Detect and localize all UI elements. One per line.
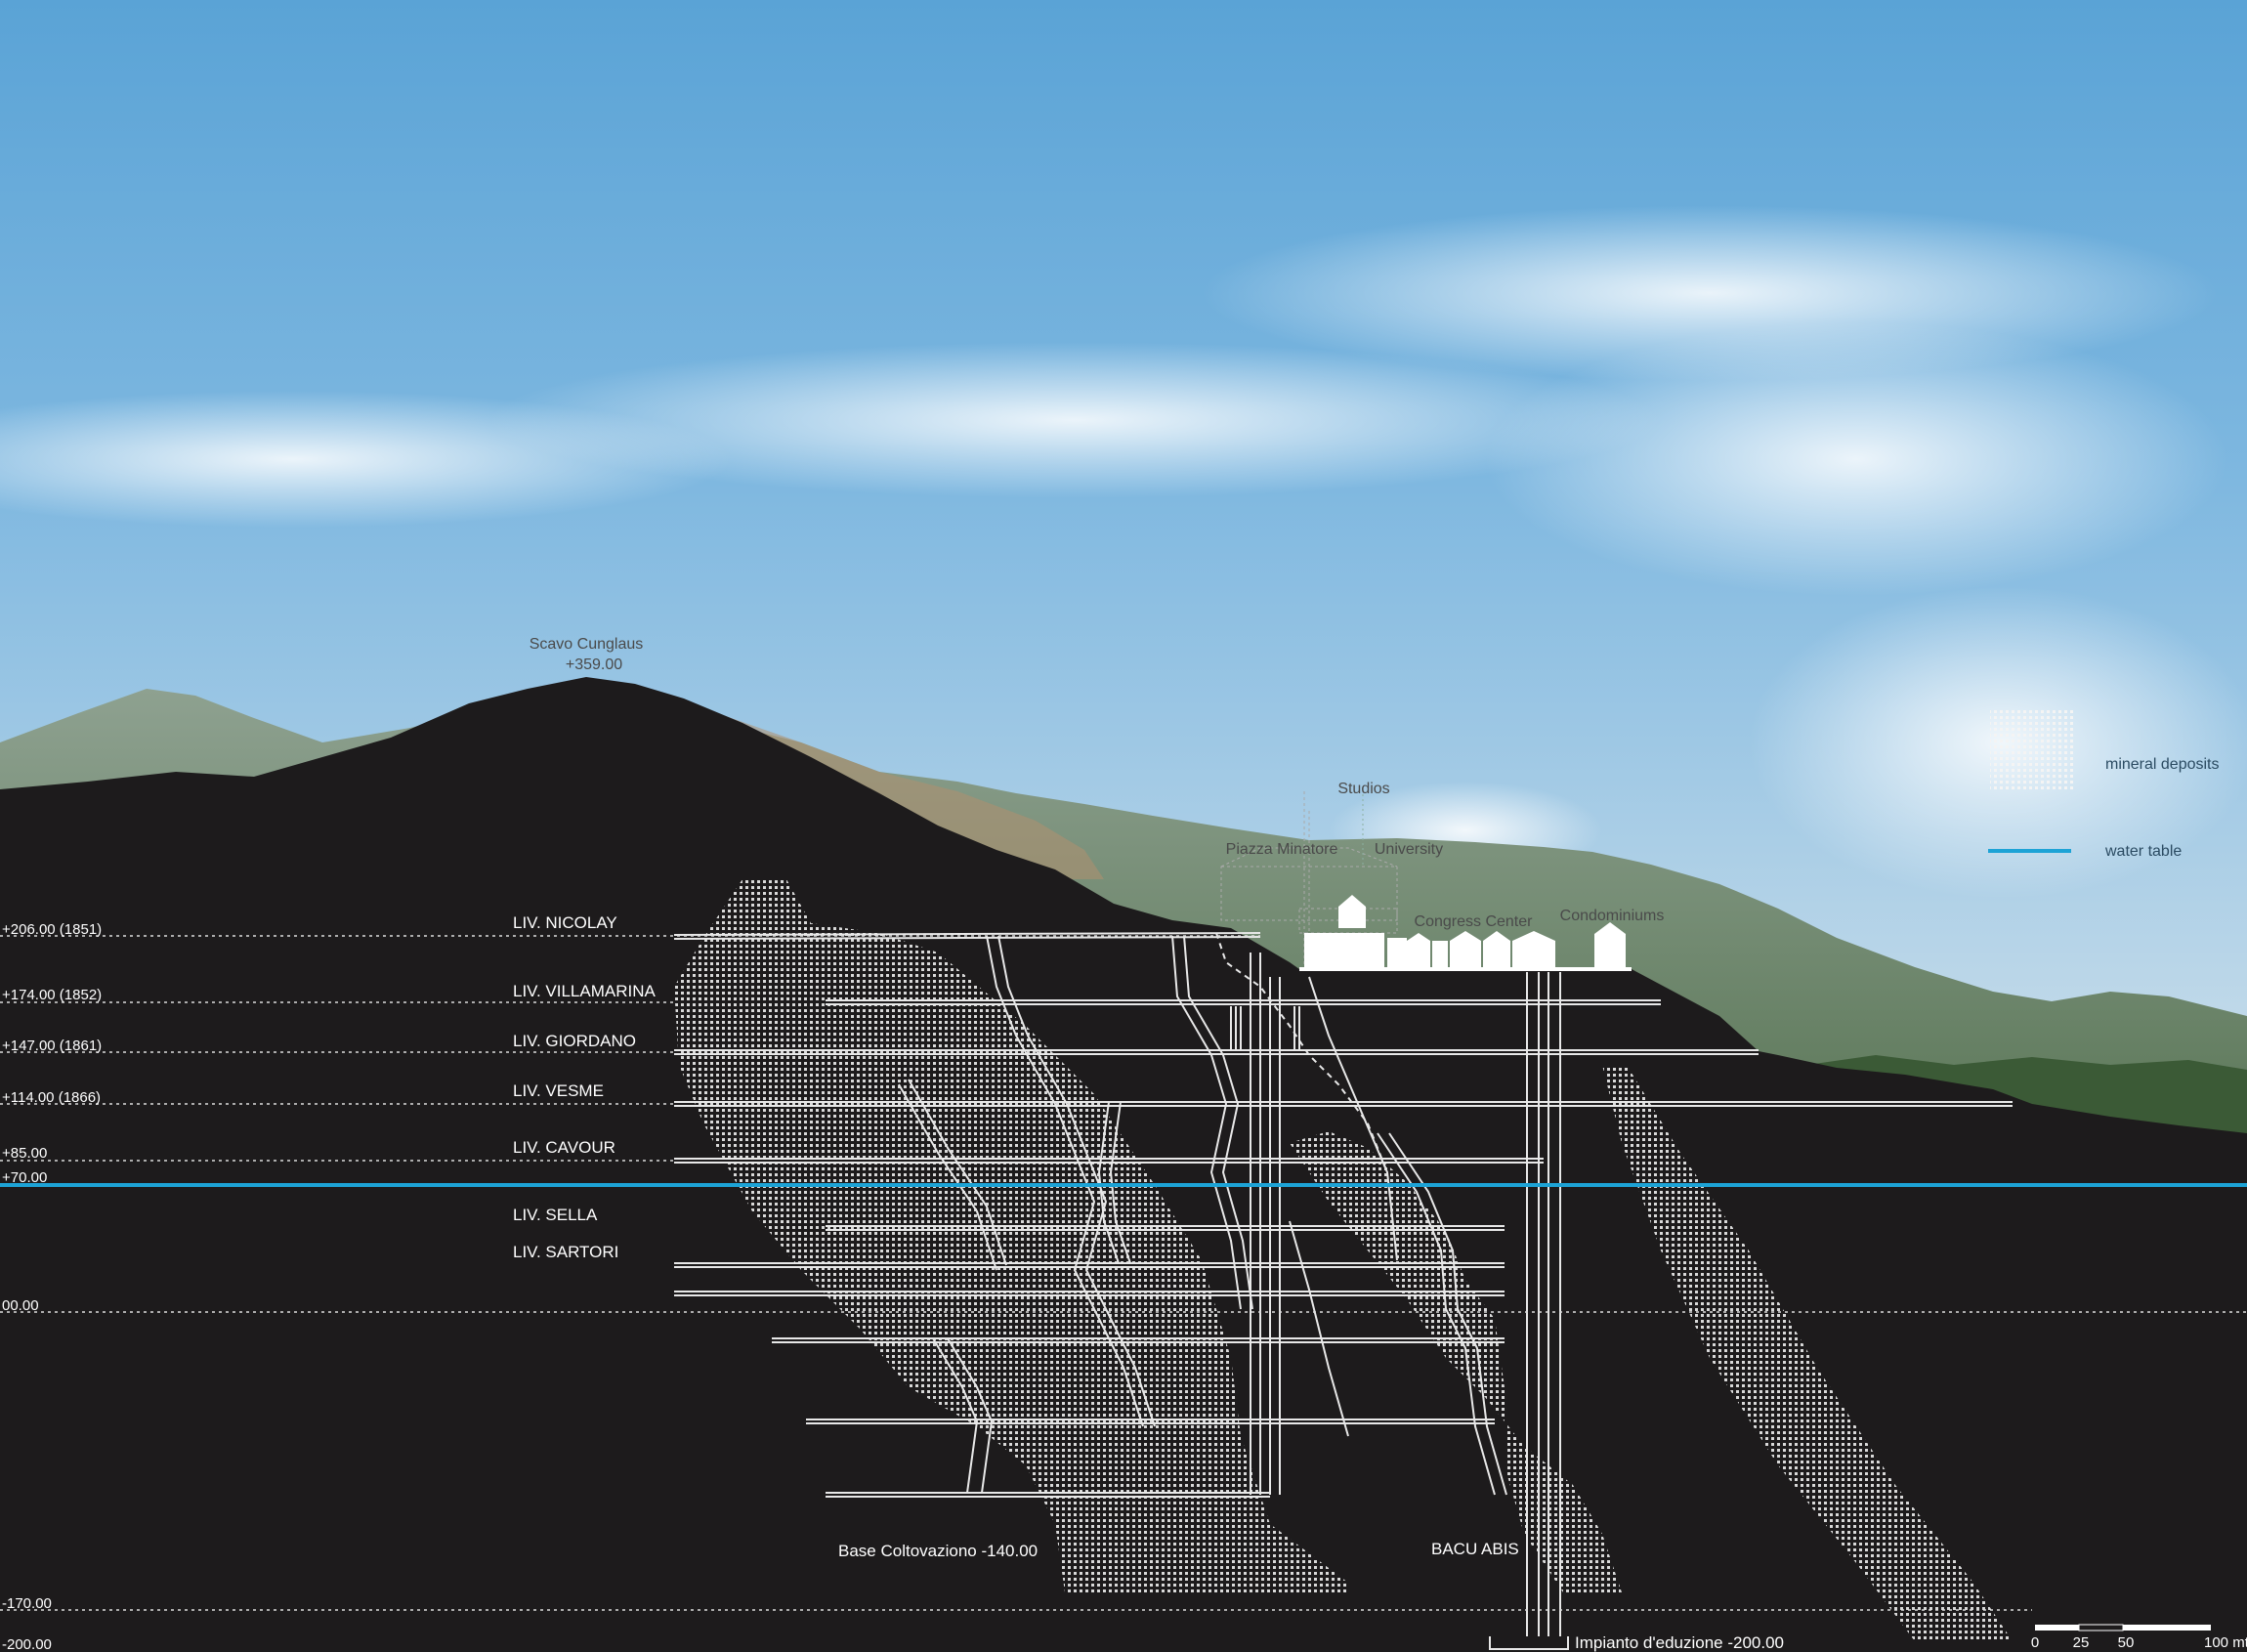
svg-text:LIV. VILLAMARINA: LIV. VILLAMARINA xyxy=(513,982,656,1000)
legend-mineral-label: mineral deposits xyxy=(2105,756,2220,773)
svg-text:-170.00: -170.00 xyxy=(2,1595,52,1612)
label-bacu-abis: BACU ABIS xyxy=(1431,1540,1519,1558)
svg-text:LIV. VESME: LIV. VESME xyxy=(513,1081,604,1100)
legend-mineral-swatch xyxy=(1990,710,2073,790)
elevation-lines xyxy=(0,935,2247,1611)
scale-bar-ticks: 0 25 50 100 mt xyxy=(2031,1634,2247,1651)
svg-text:+70.00: +70.00 xyxy=(2,1169,47,1186)
studios-building xyxy=(1338,907,1366,928)
svg-text:LIV. GIORDANO: LIV. GIORDANO xyxy=(513,1032,636,1050)
label-impianto: Impianto d'eduzione -200.00 xyxy=(1575,1633,1784,1652)
svg-text:00.00: 00.00 xyxy=(2,1297,39,1314)
svg-text:LIV. NICOLAY: LIV. NICOLAY xyxy=(513,913,617,932)
svg-text:+147.00 (1861): +147.00 (1861) xyxy=(2,1038,102,1054)
dashed-path xyxy=(1215,932,1388,1173)
svg-text:+206.00 (1851): +206.00 (1851) xyxy=(2,921,102,938)
label-piazza: Piazza Minatore xyxy=(1226,841,1338,858)
label-congress: Congress Center xyxy=(1415,913,1534,930)
elevation-labels: +206.00 (1851) +174.00 (1852) +147.00 (1… xyxy=(2,921,102,1652)
svg-text:+114.00 (1866): +114.00 (1866) xyxy=(2,1089,101,1106)
label-base-coltovaziono: Base Coltovaziono -140.00 xyxy=(838,1542,1038,1560)
level-labels: LIV. NICOLAY LIV. VILLAMARINA LIV. GIORD… xyxy=(513,913,656,1261)
summit-label: Scavo Cunglaus +359.00 xyxy=(530,636,644,673)
svg-text:+174.00 (1852): +174.00 (1852) xyxy=(2,987,102,1003)
building-group xyxy=(1220,791,1632,971)
svg-text:LIV. CAVOUR: LIV. CAVOUR xyxy=(513,1138,615,1157)
university-building xyxy=(1387,938,1407,970)
svg-text:+85.00: +85.00 xyxy=(2,1145,47,1162)
condominium-building xyxy=(1594,934,1626,970)
svg-text:Scavo Cunglaus: Scavo Cunglaus xyxy=(530,636,644,653)
label-university: University xyxy=(1375,841,1443,858)
svg-text:-200.00: -200.00 xyxy=(2,1636,52,1652)
svg-text:25: 25 xyxy=(2073,1634,2090,1651)
scale-bar xyxy=(2035,1624,2211,1631)
legend-water-label: water table xyxy=(2104,843,2182,860)
piazza-building xyxy=(1304,933,1384,970)
svg-text:50: 50 xyxy=(2118,1634,2135,1651)
svg-text:100 mt: 100 mt xyxy=(2204,1634,2247,1651)
congress-building xyxy=(1450,941,1481,970)
svg-text:LIV. SARTORI: LIV. SARTORI xyxy=(513,1243,618,1261)
tunnel-network xyxy=(673,932,2013,1650)
svg-text:+359.00: +359.00 xyxy=(566,657,622,673)
svg-text:0: 0 xyxy=(2031,1634,2039,1651)
label-condominiums: Condominiums xyxy=(1560,908,1665,924)
label-studios: Studios xyxy=(1337,781,1389,797)
svg-text:LIV. SELLA: LIV. SELLA xyxy=(513,1206,598,1224)
